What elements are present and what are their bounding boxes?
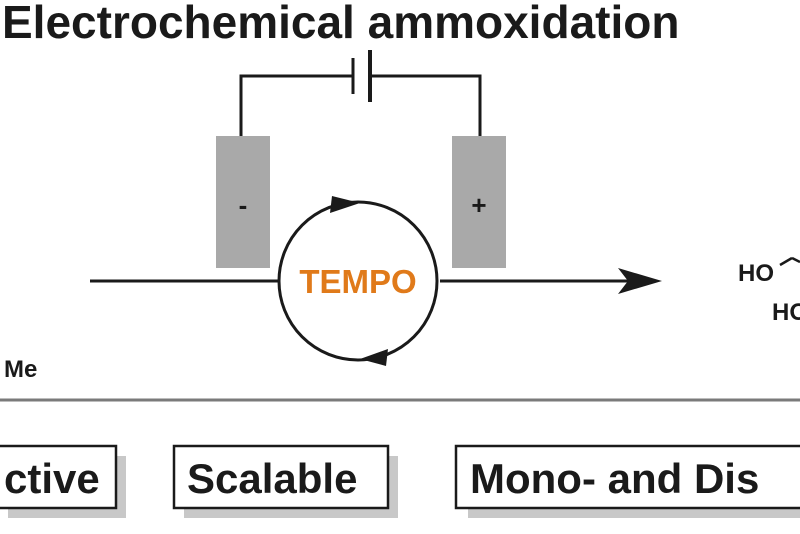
feature-box-scalable: Scalable: [172, 444, 398, 518]
product-fragment-2: HO: [772, 299, 800, 326]
feature-label-scalable: Scalable: [187, 455, 357, 502]
anode-electrode: [452, 136, 506, 268]
battery-icon: [351, 50, 372, 102]
cathode-sign: -: [239, 190, 248, 220]
reaction-arrow: [90, 268, 662, 294]
feature-box-mono-di: Mono- and Dis: [454, 444, 800, 518]
cycle-arrowhead-top: [330, 196, 360, 213]
cathode-electrode: [216, 136, 270, 268]
product-fragment-1: HO: [738, 260, 774, 287]
circuit-wire: [239, 74, 482, 136]
catalytic-cycle: [277, 196, 439, 366]
feature-label-selective: ctive: [4, 455, 100, 502]
reactant-fragment: Me: [4, 356, 37, 383]
feature-box-selective: ctive: [0, 444, 126, 518]
product-bond: [779, 256, 793, 267]
feature-label-mono-di: Mono- and Dis: [470, 455, 759, 502]
anode-sign: +: [471, 190, 486, 220]
mediator-label: TEMPO: [299, 263, 416, 300]
cycle-arrowhead-bottom: [360, 349, 388, 366]
scheme-title: Electrochemical ammoxidation: [2, 0, 679, 48]
